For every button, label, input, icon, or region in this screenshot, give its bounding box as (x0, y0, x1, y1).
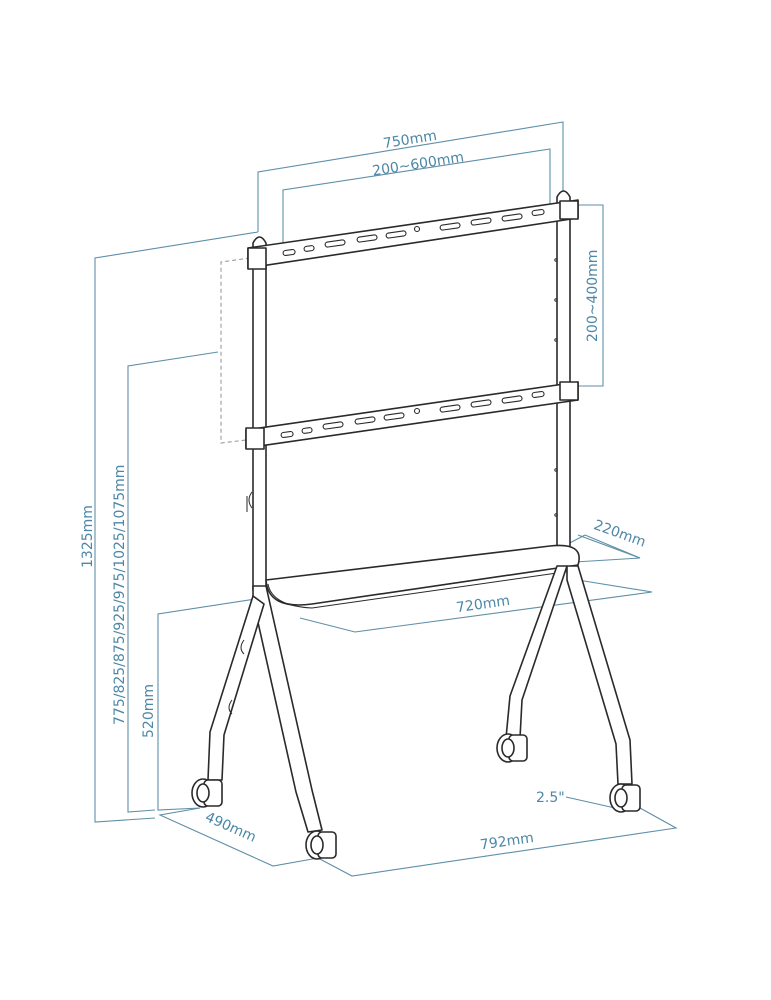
left-front-leg (252, 585, 323, 833)
label-overall-width: 750mm (382, 128, 438, 152)
top-mounting-bar (247, 199, 579, 270)
dimension-lines (94, 121, 678, 877)
label-vesa-vertical: 200~400mm (585, 250, 601, 342)
bottom-mounting-bar (245, 381, 579, 450)
label-mount-heights: 775/825/875/925/975/1025/1075mm (112, 465, 128, 725)
shelf (265, 544, 580, 609)
label-shelf-width: 720mm (455, 593, 511, 616)
label-overall-height: 1325mm (80, 505, 96, 568)
label-base-width: 792mm (479, 830, 535, 853)
screen-outline-dashed (220, 257, 251, 444)
label-caster-size: 2.5" (536, 790, 565, 806)
left-upright-post (246, 236, 267, 591)
right-upright-post (554, 190, 571, 552)
right-rear-leg (505, 565, 568, 739)
caster-right-front (609, 783, 641, 813)
caster-right-rear (496, 733, 528, 763)
label-vesa-horizontal: 200~600mm (371, 149, 465, 179)
caster-left-rear (191, 778, 223, 808)
label-shelf-depth: 220mm (592, 517, 648, 551)
right-front-leg (566, 565, 633, 785)
caster-left-front (305, 830, 337, 860)
label-base-depth: 490mm (203, 809, 259, 846)
label-shelf-height: 520mm (141, 684, 157, 738)
left-rear-leg (207, 595, 265, 781)
